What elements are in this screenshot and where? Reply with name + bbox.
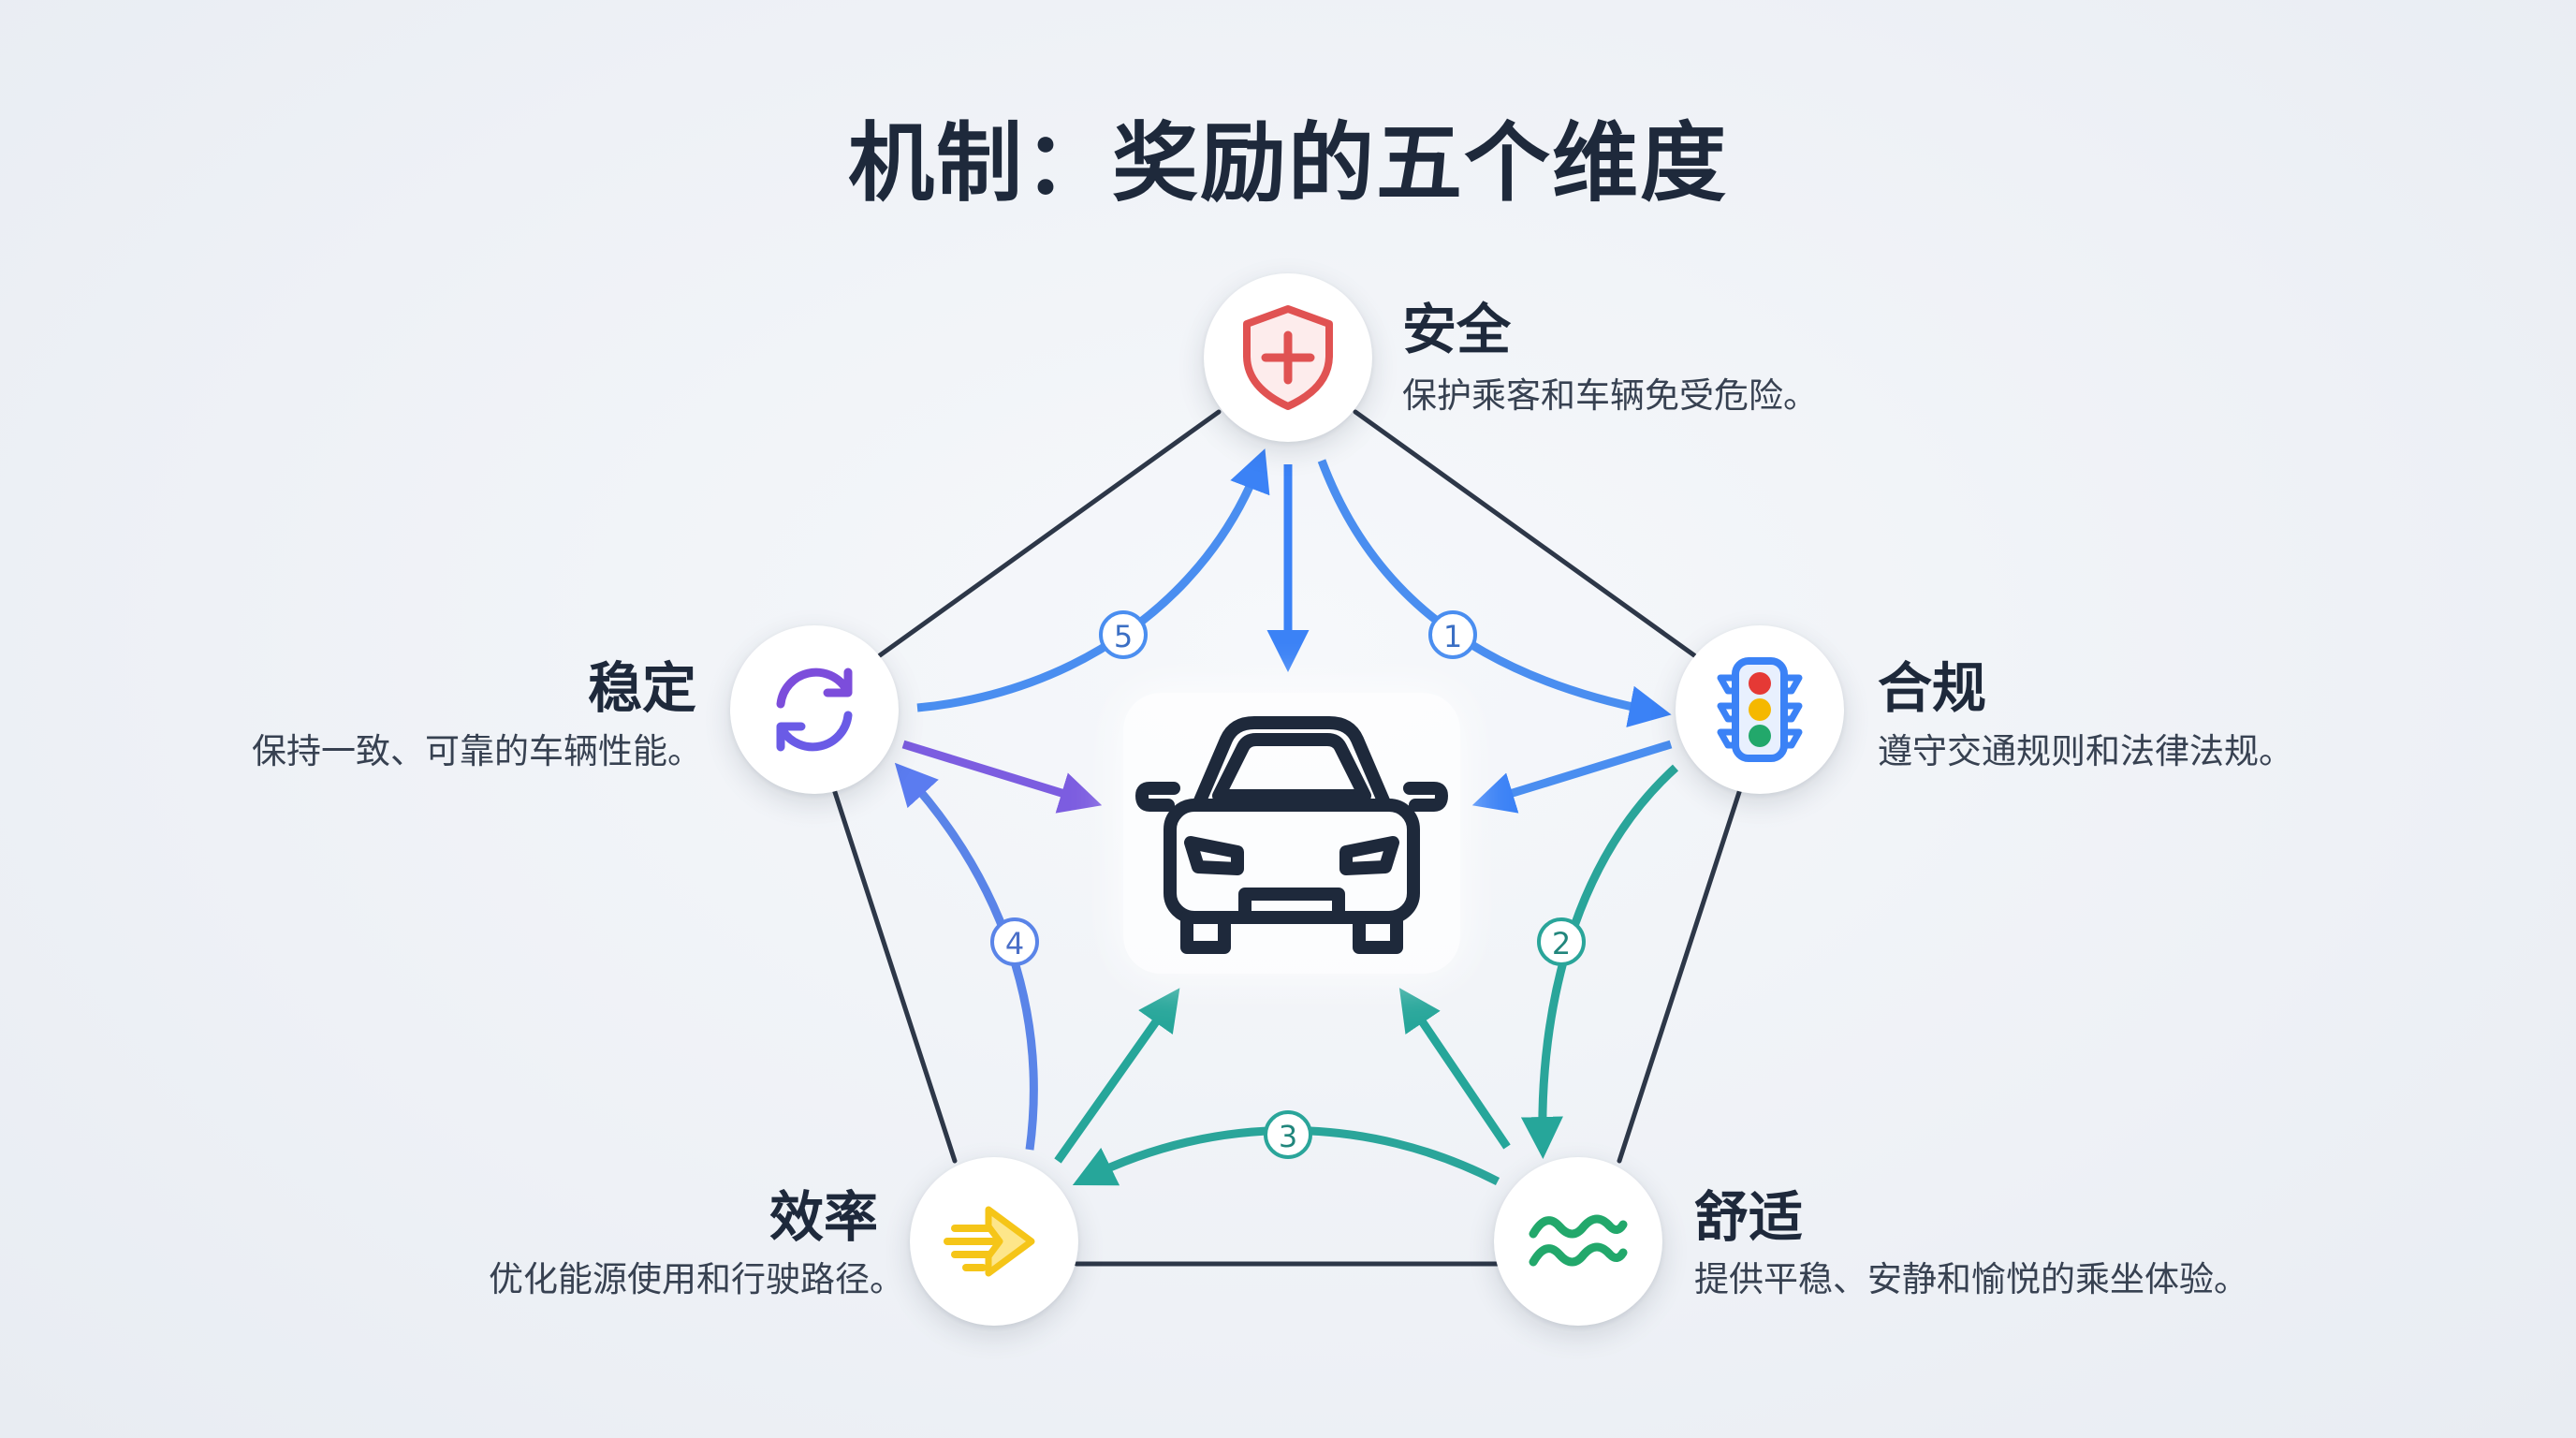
step-label-2: 2	[1552, 926, 1571, 961]
arrow-stability-to-car	[901, 740, 1103, 814]
compliance-desc: 遵守交通规则和法律法规。	[1878, 731, 2293, 771]
arrow-comfort-to-car	[1398, 988, 1511, 1150]
edge-compliance-comfort	[1617, 784, 1744, 1164]
stability-title: 稳定	[588, 656, 697, 720]
traffic-light-icon	[1717, 657, 1803, 762]
edge-efficiency-stability	[830, 784, 958, 1164]
node-compliance	[1676, 625, 1844, 794]
node-comfort	[1494, 1157, 1662, 1326]
node-efficiency	[910, 1157, 1078, 1326]
node-safety	[1204, 273, 1372, 442]
pentagon-outline	[830, 409, 1744, 1267]
arrow-efficiency-to-car	[1054, 988, 1180, 1164]
efficiency-title: 效率	[769, 1185, 879, 1249]
edge-stability-safety	[877, 409, 1222, 658]
arrow-compliance-to-car	[1471, 740, 1673, 814]
speed-arrow-icon	[944, 1206, 1035, 1277]
step-badge-3: 3	[1264, 1110, 1312, 1159]
car-icon	[1135, 716, 1448, 954]
comfort-title: 舒适	[1694, 1185, 1804, 1249]
page-title: 机制：奖励的五个维度	[847, 113, 1728, 213]
comfort-desc: 提供平稳、安静和愉悦的乘坐体验。	[1694, 1259, 2248, 1299]
refresh-icon	[776, 668, 853, 752]
car-container	[1123, 693, 1460, 974]
wave-icon	[1529, 1214, 1628, 1267]
compliance-title: 合规	[1878, 656, 1987, 720]
stability-desc: 保持一致、可靠的车辆性能。	[252, 731, 702, 771]
node-stability	[730, 625, 899, 794]
step-badge-1: 1	[1428, 610, 1477, 659]
step-label-1: 1	[1443, 619, 1462, 654]
safety-desc: 保护乘客和车辆免受危险。	[1402, 375, 1818, 416]
efficiency-desc: 优化能源使用和行驶路径。	[489, 1259, 904, 1299]
cycle-arrow-1	[1317, 459, 1672, 727]
step-label-4: 4	[1005, 926, 1024, 961]
cycle-arrow-5	[916, 448, 1270, 712]
edge-safety-compliance	[1353, 409, 1697, 658]
step-label-3: 3	[1279, 1119, 1297, 1154]
step-badge-2: 2	[1537, 917, 1586, 966]
step-badge-5: 5	[1099, 610, 1148, 659]
step-badge-4: 4	[990, 917, 1039, 966]
step-label-5: 5	[1114, 619, 1133, 654]
safety-title: 安全	[1402, 298, 1512, 361]
shield-plus-icon	[1243, 305, 1333, 410]
